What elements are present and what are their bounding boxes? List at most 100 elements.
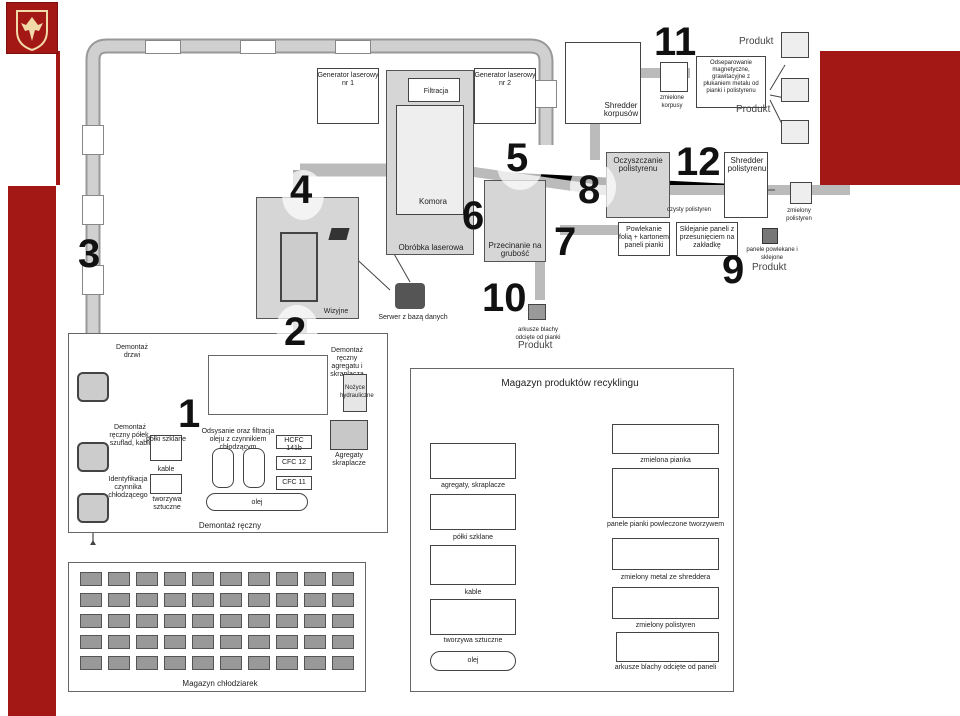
fridge-slot (164, 635, 186, 649)
label-wizyjne: Wizyjne (323, 308, 349, 315)
fridge-slot (136, 635, 158, 649)
magazyn-bin (430, 443, 516, 479)
fridge-slot (80, 656, 102, 670)
shredder-korpusow-box (565, 42, 641, 124)
highlight-circle (282, 170, 324, 220)
label-czysty-polistyren: czysty polistyren (666, 207, 711, 213)
fridge-slot (304, 593, 326, 607)
highlight-circle (276, 305, 318, 351)
label-shredder-polistyrenu: Shredder polistyrenu (727, 156, 767, 173)
magazyn-bin (612, 538, 719, 570)
powlekanie-box (618, 222, 670, 256)
label-powlekanie: Powlekanie folią + kartonem paneli piank… (619, 226, 669, 249)
label-demontaz-drzwi: Demontaż drzwi (116, 344, 148, 359)
fridge-slot (108, 635, 130, 649)
step-number-10: 10 (482, 276, 527, 320)
conveyor-window (535, 80, 557, 108)
conveyor-window (240, 40, 276, 54)
fridge-slot (108, 572, 130, 586)
step-number-7: 7 (554, 220, 577, 264)
fridge-slot (136, 614, 158, 628)
generator2-box (474, 68, 536, 124)
step-number-4: 4 (290, 168, 313, 212)
fridge-slot (220, 635, 242, 649)
label-shredder-korpusow: Shredder korpusów (603, 101, 639, 118)
fridge-slot (136, 656, 158, 670)
label-zmielony-polistyren: zmielony polistyren (782, 147, 808, 161)
label-magazyn-produktow: Magazyn produktów recyklingu (501, 378, 639, 389)
label-demontaz-polek: Demontaż ręczny półek, szuflad, kabli (109, 424, 151, 447)
step-number-6: 6 (462, 194, 485, 238)
fridge-slot (332, 593, 354, 607)
magazyn-left-1: półki szklane (452, 534, 494, 541)
magazyn-right-2: zmielony metal ze shreddera (620, 574, 711, 581)
label-produkt-9: Produkt (752, 262, 787, 273)
fridge-slot (248, 593, 270, 607)
step-number-12: 12 (676, 140, 721, 184)
step-number-3: 3 (78, 232, 101, 276)
label-filtracja: Filtracja (423, 88, 449, 95)
magazyn-bin (430, 545, 516, 585)
conveyor-window (82, 125, 104, 155)
label-generator1: Generator laserowy nr 1 (317, 72, 379, 87)
komora-box (396, 105, 464, 215)
step-number-5: 5 (506, 136, 529, 180)
fridge-slot (276, 593, 298, 607)
fridge-slot (192, 572, 214, 586)
fridge-slot (164, 656, 186, 670)
fridge-slot (332, 614, 354, 628)
fridge-slot (192, 593, 214, 607)
label-tworzywa: tworzywa sztuczne (152, 496, 182, 511)
shredder-polistyrenu-box (724, 152, 768, 218)
magazyn-bin (430, 494, 516, 530)
label-identyfikacja: Identyfikacja czynnika chłodzącego (108, 476, 148, 499)
conveyor-window (82, 195, 104, 225)
step-number-2: 2 (284, 310, 307, 354)
fridge-slot (164, 593, 186, 607)
fridge-slot (108, 593, 130, 607)
cfc12-bin (276, 456, 312, 470)
bin-polki-szklane (150, 435, 182, 461)
step-number-8: 8 (578, 168, 601, 212)
magazyn-olej-tank (430, 651, 516, 671)
conveyor-window (145, 40, 181, 54)
label-komora: Komora (418, 197, 447, 206)
fridge-slot (304, 635, 326, 649)
conveyor-window (335, 40, 371, 54)
fridge-slot (136, 593, 158, 607)
olej-tank (206, 493, 308, 511)
process-frame (208, 355, 328, 415)
zmielony-polistyren-box (781, 120, 809, 144)
laptop-icon (328, 228, 350, 240)
label-kable: kable (157, 466, 175, 473)
university-logo (6, 2, 58, 54)
fridge-slot (220, 572, 242, 586)
fridge-slot (332, 572, 354, 586)
label-przecinanie: Przecinanie na grubość (488, 241, 542, 258)
highlight-circle (570, 162, 616, 212)
label-sklejanie: Sklejanie paneli z przesunięciem na zakł… (679, 226, 735, 249)
magazyn-left-4: olej (467, 657, 479, 664)
generator1-box (317, 68, 379, 124)
label-produkt-10: Produkt (518, 340, 553, 351)
fridge-slot (220, 593, 242, 607)
agregaty-bin (330, 420, 368, 450)
magazyn-bin (616, 632, 719, 662)
fridge-slot (220, 656, 242, 670)
label-hcfc: HCFC 141b (284, 437, 304, 452)
red-band-left (8, 186, 56, 716)
panele-icon (762, 228, 778, 244)
fridge-slot (192, 656, 214, 670)
filtracja-box (408, 78, 460, 102)
zmielona-pianka-box (781, 78, 809, 102)
fridge-slot (304, 614, 326, 628)
station-box (77, 442, 109, 472)
magazyn-left-2: kable (464, 589, 482, 596)
label-arkusze: arkusze blachy odcięte od pianki (515, 327, 561, 341)
fridge-slot (220, 614, 242, 628)
fridge-slot (192, 635, 214, 649)
fridge-slot (248, 635, 270, 649)
sklejanie-box (676, 222, 738, 256)
step-number-1: 1 (178, 392, 201, 436)
magazyn-bin (612, 424, 719, 454)
